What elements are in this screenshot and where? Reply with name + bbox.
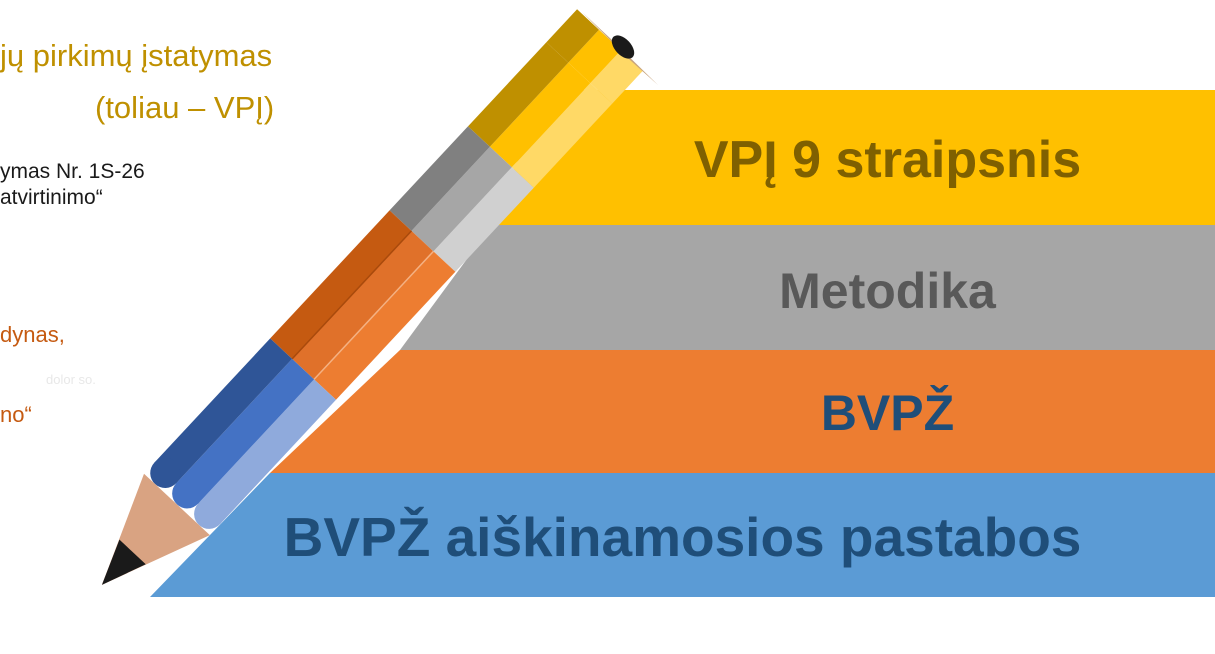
layer-label-bvpz-notes: BVPŽ aiškinamosios pastabos	[283, 506, 1082, 568]
band-bvpz-notes	[150, 473, 1215, 597]
bvpz-note-line1: dynas,	[0, 322, 65, 347]
pencil-icon	[101, 9, 643, 585]
band-vpi	[492, 90, 1215, 225]
placeholder-text: dolor so.	[46, 372, 96, 387]
layer-label-metodika: Metodika	[779, 263, 996, 319]
layer-label-bvpz: BVPŽ	[820, 385, 955, 441]
band-metodika	[400, 225, 1215, 350]
bvpz-note-line2: no“	[0, 402, 32, 427]
pencil-cap-icon	[582, 12, 658, 85]
order-line1: ymas Nr. 1S-26	[0, 160, 145, 183]
band-bvpz	[270, 350, 1215, 473]
law-title-line1: jų pirkimų įstatymas	[0, 38, 273, 73]
order-line2: atvirtinimo“	[0, 186, 103, 209]
law-title-line2: (toliau – VPĮ)	[95, 90, 275, 125]
layer-label-vpi: VPĮ 9 straipsnis	[693, 131, 1082, 189]
